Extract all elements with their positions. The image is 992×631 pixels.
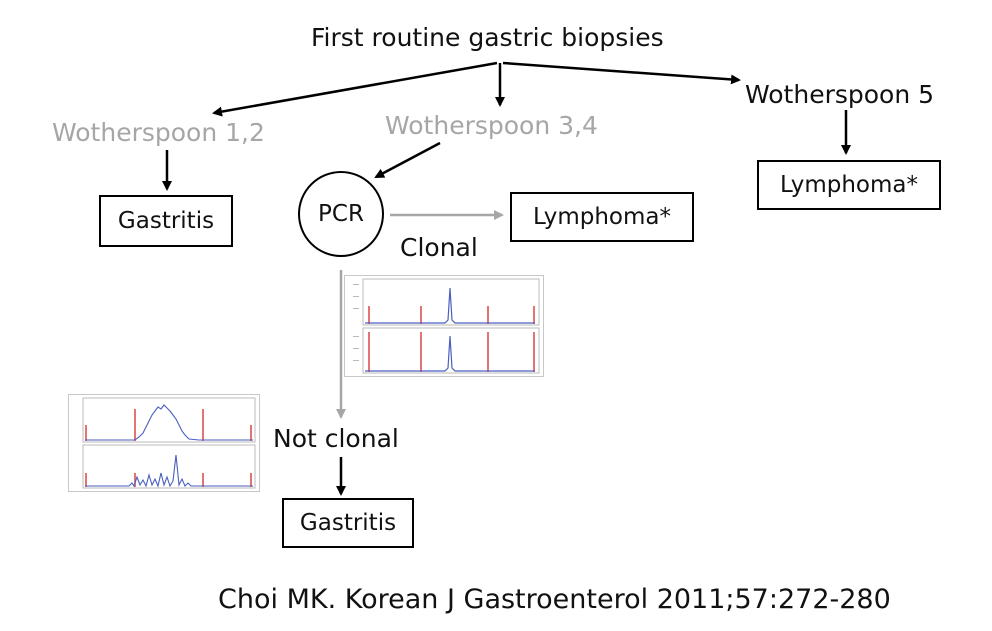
gastritis-left-box: Gastritis <box>99 195 233 247</box>
clonal-electropherogram <box>344 275 544 377</box>
polyclonal-electropherogram <box>68 394 260 492</box>
arrow-w34-to-pcr <box>374 141 441 179</box>
arrow-root-to-w12 <box>212 61 498 117</box>
gastritis-left-text: Gastritis <box>117 208 215 234</box>
root-label: First routine gastric biopsies <box>311 23 664 52</box>
lymphoma-mid-box: Lymphoma* <box>510 192 694 242</box>
lymphoma-right-box: Lymphoma* <box>757 160 941 210</box>
lymphoma-right-text: Lymphoma* <box>780 172 918 198</box>
wotherspoon-5-label: Wotherspoon 5 <box>745 80 935 109</box>
pcr-node: PCR <box>298 171 384 257</box>
lymphoma-mid-text: Lymphoma* <box>533 204 671 230</box>
gastritis-bottom-box: Gastritis <box>282 498 414 548</box>
clonal-label: Clonal <box>400 233 478 262</box>
pcr-text: PCR <box>318 201 364 227</box>
gastritis-bottom-text: Gastritis <box>299 510 397 536</box>
wotherspoon-34-label: Wotherspoon 3,4 <box>385 111 598 140</box>
citation: Choi MK. Korean J Gastroenterol 2011;57:… <box>218 584 891 615</box>
not-clonal-label: Not clonal <box>273 424 399 453</box>
arrow-root-to-w5 <box>502 61 741 85</box>
wotherspoon-12-label: Wotherspoon 1,2 <box>52 118 265 147</box>
